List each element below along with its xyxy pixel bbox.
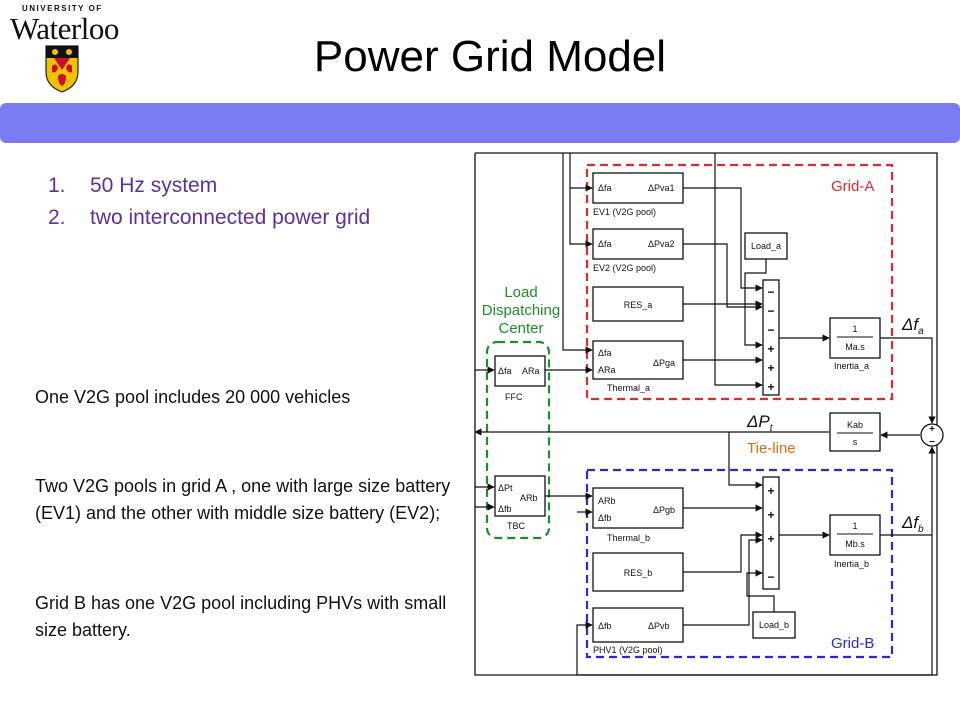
delta-pt-label: ΔPt — [746, 412, 774, 434]
svg-text:ΔPva2: ΔPva2 — [648, 239, 675, 249]
svg-text:Thermal_b: Thermal_b — [607, 533, 650, 543]
svg-text:s: s — [853, 437, 858, 447]
svg-text:Inertia_b: Inertia_b — [834, 559, 869, 569]
svg-text:ARa: ARa — [598, 365, 616, 375]
phv1-block — [592, 607, 684, 643]
svg-text:Δfa: Δfa — [598, 183, 612, 193]
inertia-b-block — [829, 514, 881, 556]
key-points-list: 1.50 Hz system 2.two interconnected powe… — [48, 170, 370, 234]
kab-block — [829, 412, 881, 452]
svg-text:Load_a: Load_a — [751, 241, 781, 251]
crest-icon — [45, 45, 79, 93]
ldc-label-line-1: Load — [504, 284, 537, 301]
list-item: 1.50 Hz system — [48, 174, 218, 197]
svg-text:+: + — [767, 508, 774, 522]
svg-text:−: − — [767, 570, 774, 584]
svg-text:+: + — [767, 380, 774, 394]
svg-text:−: − — [767, 285, 774, 299]
svg-text:ΔPva1: ΔPva1 — [648, 183, 675, 193]
thermal-a-block — [592, 340, 684, 380]
thermal-b-block — [592, 487, 684, 529]
svg-text:−: − — [767, 323, 774, 337]
svg-text:Δfb: Δfb — [498, 504, 512, 514]
res-b-block — [592, 552, 684, 592]
svg-text:TBC: TBC — [507, 521, 526, 531]
ldc-region — [485, 340, 551, 540]
grid-a-pools-note: Two V2G pools in grid A , one with large… — [35, 476, 451, 523]
svg-text:−: − — [767, 304, 774, 318]
svg-text:ΔPga: ΔPga — [653, 358, 675, 368]
svg-text:−: − — [929, 437, 935, 448]
svg-text:Δfb: Δfb — [598, 621, 612, 631]
inertia-a-block — [829, 317, 881, 359]
svg-text:Δfa: Δfa — [598, 348, 612, 358]
svg-text:ARb: ARb — [520, 493, 538, 503]
ev2-block — [592, 228, 684, 260]
svg-text:FFC: FFC — [505, 392, 523, 402]
tie-sum-junction — [920, 423, 944, 447]
delta-fb-label: Δfb — [901, 513, 924, 535]
svg-text:Ma.s: Ma.s — [845, 342, 865, 352]
logo-university-text: UNIVERSITY OF — [22, 4, 103, 13]
svg-text:PHV1 (V2G pool): PHV1 (V2G pool) — [593, 645, 663, 655]
svg-text:RES_a: RES_a — [624, 300, 653, 310]
svg-text:ΔPvb: ΔPvb — [648, 621, 670, 631]
power-grid-block-diagram: Grid-A Grid-B Load Dispatching Center Ti… — [474, 152, 944, 676]
grid-b-label: Grid-B — [831, 635, 874, 652]
grid-b-region — [585, 468, 894, 659]
sum-b-block — [762, 476, 780, 590]
svg-text:Kab: Kab — [847, 420, 863, 430]
svg-text:+: + — [767, 361, 774, 375]
res-a-block — [592, 286, 684, 322]
list-item: 2.two interconnected power grid — [48, 206, 371, 229]
svg-text:ARa: ARa — [522, 366, 540, 376]
svg-text:+: + — [767, 342, 774, 356]
ldc-label-line-2: Dispatching — [482, 302, 560, 319]
delta-fa-label: Δfa — [901, 315, 924, 337]
svg-text:+: + — [767, 484, 774, 498]
svg-text:ΔPgb: ΔPgb — [653, 505, 675, 515]
svg-text:+: + — [767, 532, 774, 546]
svg-text:ΔPt: ΔPt — [498, 483, 513, 493]
tie-line-label: Tie-line — [747, 440, 796, 457]
svg-text:Thermal_a: Thermal_a — [607, 383, 650, 393]
svg-text:Δfa: Δfa — [498, 366, 512, 376]
ffc-block — [494, 355, 546, 387]
slide-title: Power Grid Model — [313, 32, 667, 81]
svg-text:RES_b: RES_b — [624, 568, 653, 578]
grid-a-label: Grid-A — [831, 178, 874, 195]
svg-text:EV1 (V2G pool): EV1 (V2G pool) — [593, 207, 656, 217]
pool-size-note: One V2G pool includes 20 000 vehicles — [35, 387, 351, 407]
ldc-label-line-3: Center — [498, 320, 543, 337]
logo-name-text: Waterloo — [10, 11, 119, 46]
svg-text:Mb.s: Mb.s — [845, 539, 865, 549]
svg-text:Load_b: Load_b — [759, 620, 789, 630]
svg-text:EV2 (V2G pool): EV2 (V2G pool) — [593, 263, 656, 273]
university-logo: UNIVERSITY OF Waterloo — [8, 4, 128, 94]
svg-text:Inertia_a: Inertia_a — [834, 361, 869, 371]
svg-text:1: 1 — [852, 324, 857, 334]
grid-b-pool-note: Grid B has one V2G pool including PHVs w… — [35, 593, 447, 640]
svg-text:+: + — [929, 424, 935, 435]
title-bar — [0, 103, 960, 143]
svg-text:Δfb: Δfb — [598, 513, 612, 523]
svg-text:1: 1 — [852, 521, 857, 531]
svg-text:ARb: ARb — [598, 496, 616, 506]
grid-a-region — [585, 163, 894, 401]
svg-text:Δfa: Δfa — [598, 239, 612, 249]
load-b-block — [752, 611, 796, 639]
